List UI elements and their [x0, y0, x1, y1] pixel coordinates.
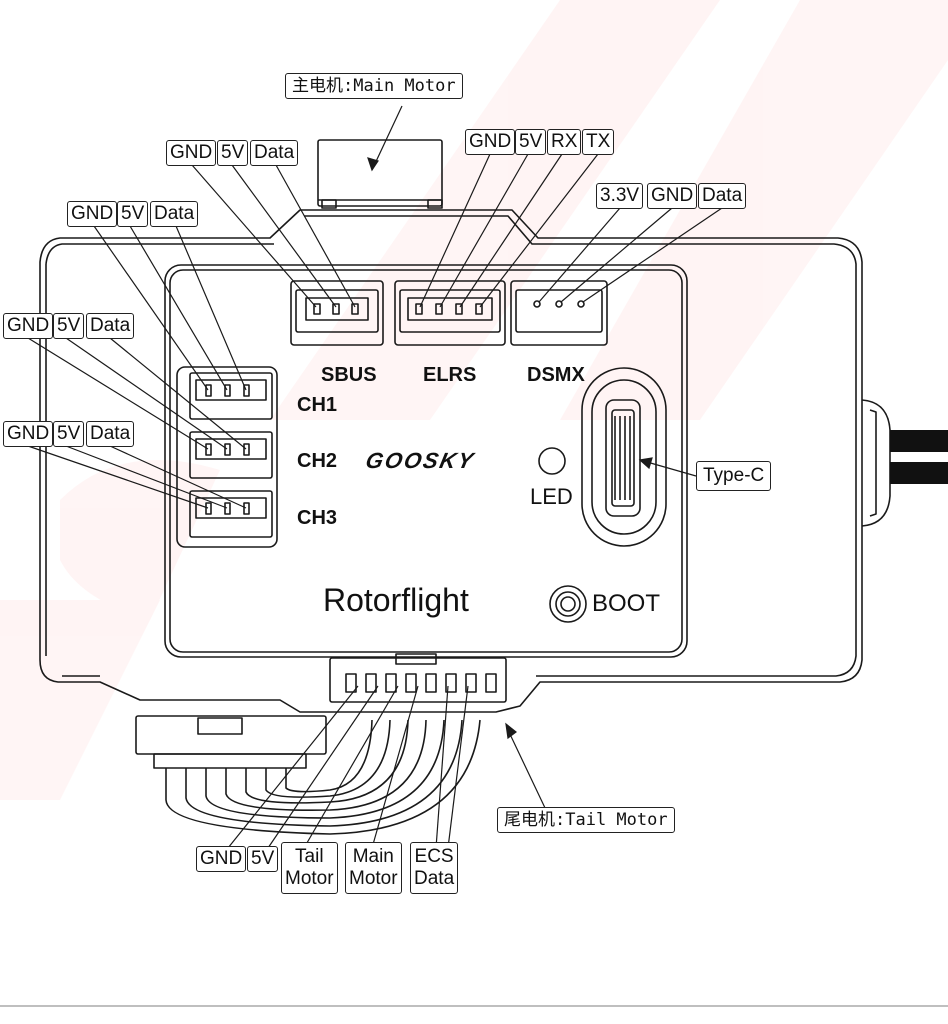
dsmx-gnd-label: GND: [647, 183, 698, 209]
ch3-connector: [189, 490, 273, 538]
elrs-tx-label: TX: [582, 129, 615, 155]
led-label: LED: [530, 484, 573, 509]
side-wire-top: [890, 430, 948, 452]
main-motor-plug: [317, 139, 443, 207]
sbus-connector: [290, 280, 384, 346]
bottom-tail-motor-line2: Motor: [285, 868, 334, 889]
elrs-rx-label: RX: [547, 129, 582, 155]
elrs-gnd-label: GND: [465, 129, 516, 155]
housing-outline: [39, 209, 863, 713]
boot-button[interactable]: [549, 585, 587, 623]
ch3-5v-label: 5V: [53, 421, 85, 447]
sbus-data-label: Data: [250, 140, 299, 166]
elrs-5v-label: 5V: [515, 129, 547, 155]
left-plug: [135, 715, 327, 769]
ch1-port-label: CH1: [297, 394, 338, 416]
ch2-5v-label: 5V: [53, 313, 85, 339]
rotorflight-title: Rotorflight: [323, 582, 469, 618]
bottom-main-motor-line1: Main: [352, 846, 394, 867]
ch1-5v-label: 5V: [117, 201, 149, 227]
ch1-gnd-label: GND: [67, 201, 118, 227]
bottom-ecs-data-line1: ECS: [414, 846, 454, 867]
type-c-label: Type-C: [696, 461, 772, 491]
bottom-main-motor-label: Main Motor: [345, 842, 402, 894]
ch2-port-label: CH2: [297, 450, 338, 472]
ch3-port-label: CH3: [297, 507, 338, 529]
bottom-tail-motor-label: Tail Motor: [281, 842, 338, 894]
led-indicator: [538, 447, 566, 475]
side-wire-bottom: [890, 462, 948, 484]
ch1-connector: [189, 372, 273, 420]
tail-motor-label: 尾电机:Tail Motor: [497, 807, 675, 833]
elrs-port-label: ELRS: [423, 364, 477, 386]
side-cable: [861, 399, 891, 527]
dsmx-3v3-label: 3.3V: [596, 183, 644, 209]
ch2-data-label: Data: [86, 313, 135, 339]
ch1-data-label: Data: [150, 201, 199, 227]
ch3-data-label: Data: [86, 421, 135, 447]
sbus-gnd-label: GND: [166, 140, 217, 166]
dsmx-port-label: DSMX: [527, 364, 585, 386]
wire-harness: [165, 719, 481, 835]
bottom-connector: [329, 653, 507, 703]
goosky-logo: GOOSKY: [363, 448, 478, 473]
bottom-ecs-data-label: ECS Data: [410, 842, 459, 894]
leader-lines: [27, 105, 723, 849]
bottom-ecs-data-line2: Data: [414, 868, 455, 889]
ch3-gnd-label: GND: [3, 421, 54, 447]
bottom-gnd-label: GND: [196, 846, 247, 872]
bottom-divider: [0, 1005, 948, 1007]
ch2-connector: [189, 431, 273, 479]
bottom-5v-label: 5V: [247, 846, 279, 872]
type-c-port[interactable]: [581, 367, 667, 547]
channel-block: [176, 366, 278, 548]
sbus-5v-label: 5V: [217, 140, 249, 166]
watermark: [0, 0, 948, 800]
bottom-main-motor-line2: Motor: [349, 868, 398, 889]
main-motor-label: 主电机:Main Motor: [285, 73, 463, 99]
ch2-gnd-label: GND: [3, 313, 54, 339]
dsmx-data-label: Data: [698, 183, 747, 209]
sbus-port-label: SBUS: [321, 364, 377, 386]
boot-label: BOOT: [592, 590, 661, 617]
bottom-tail-motor-line1: Tail: [295, 846, 324, 867]
dsmx-connector: [510, 280, 608, 346]
board-panel: [164, 264, 688, 658]
